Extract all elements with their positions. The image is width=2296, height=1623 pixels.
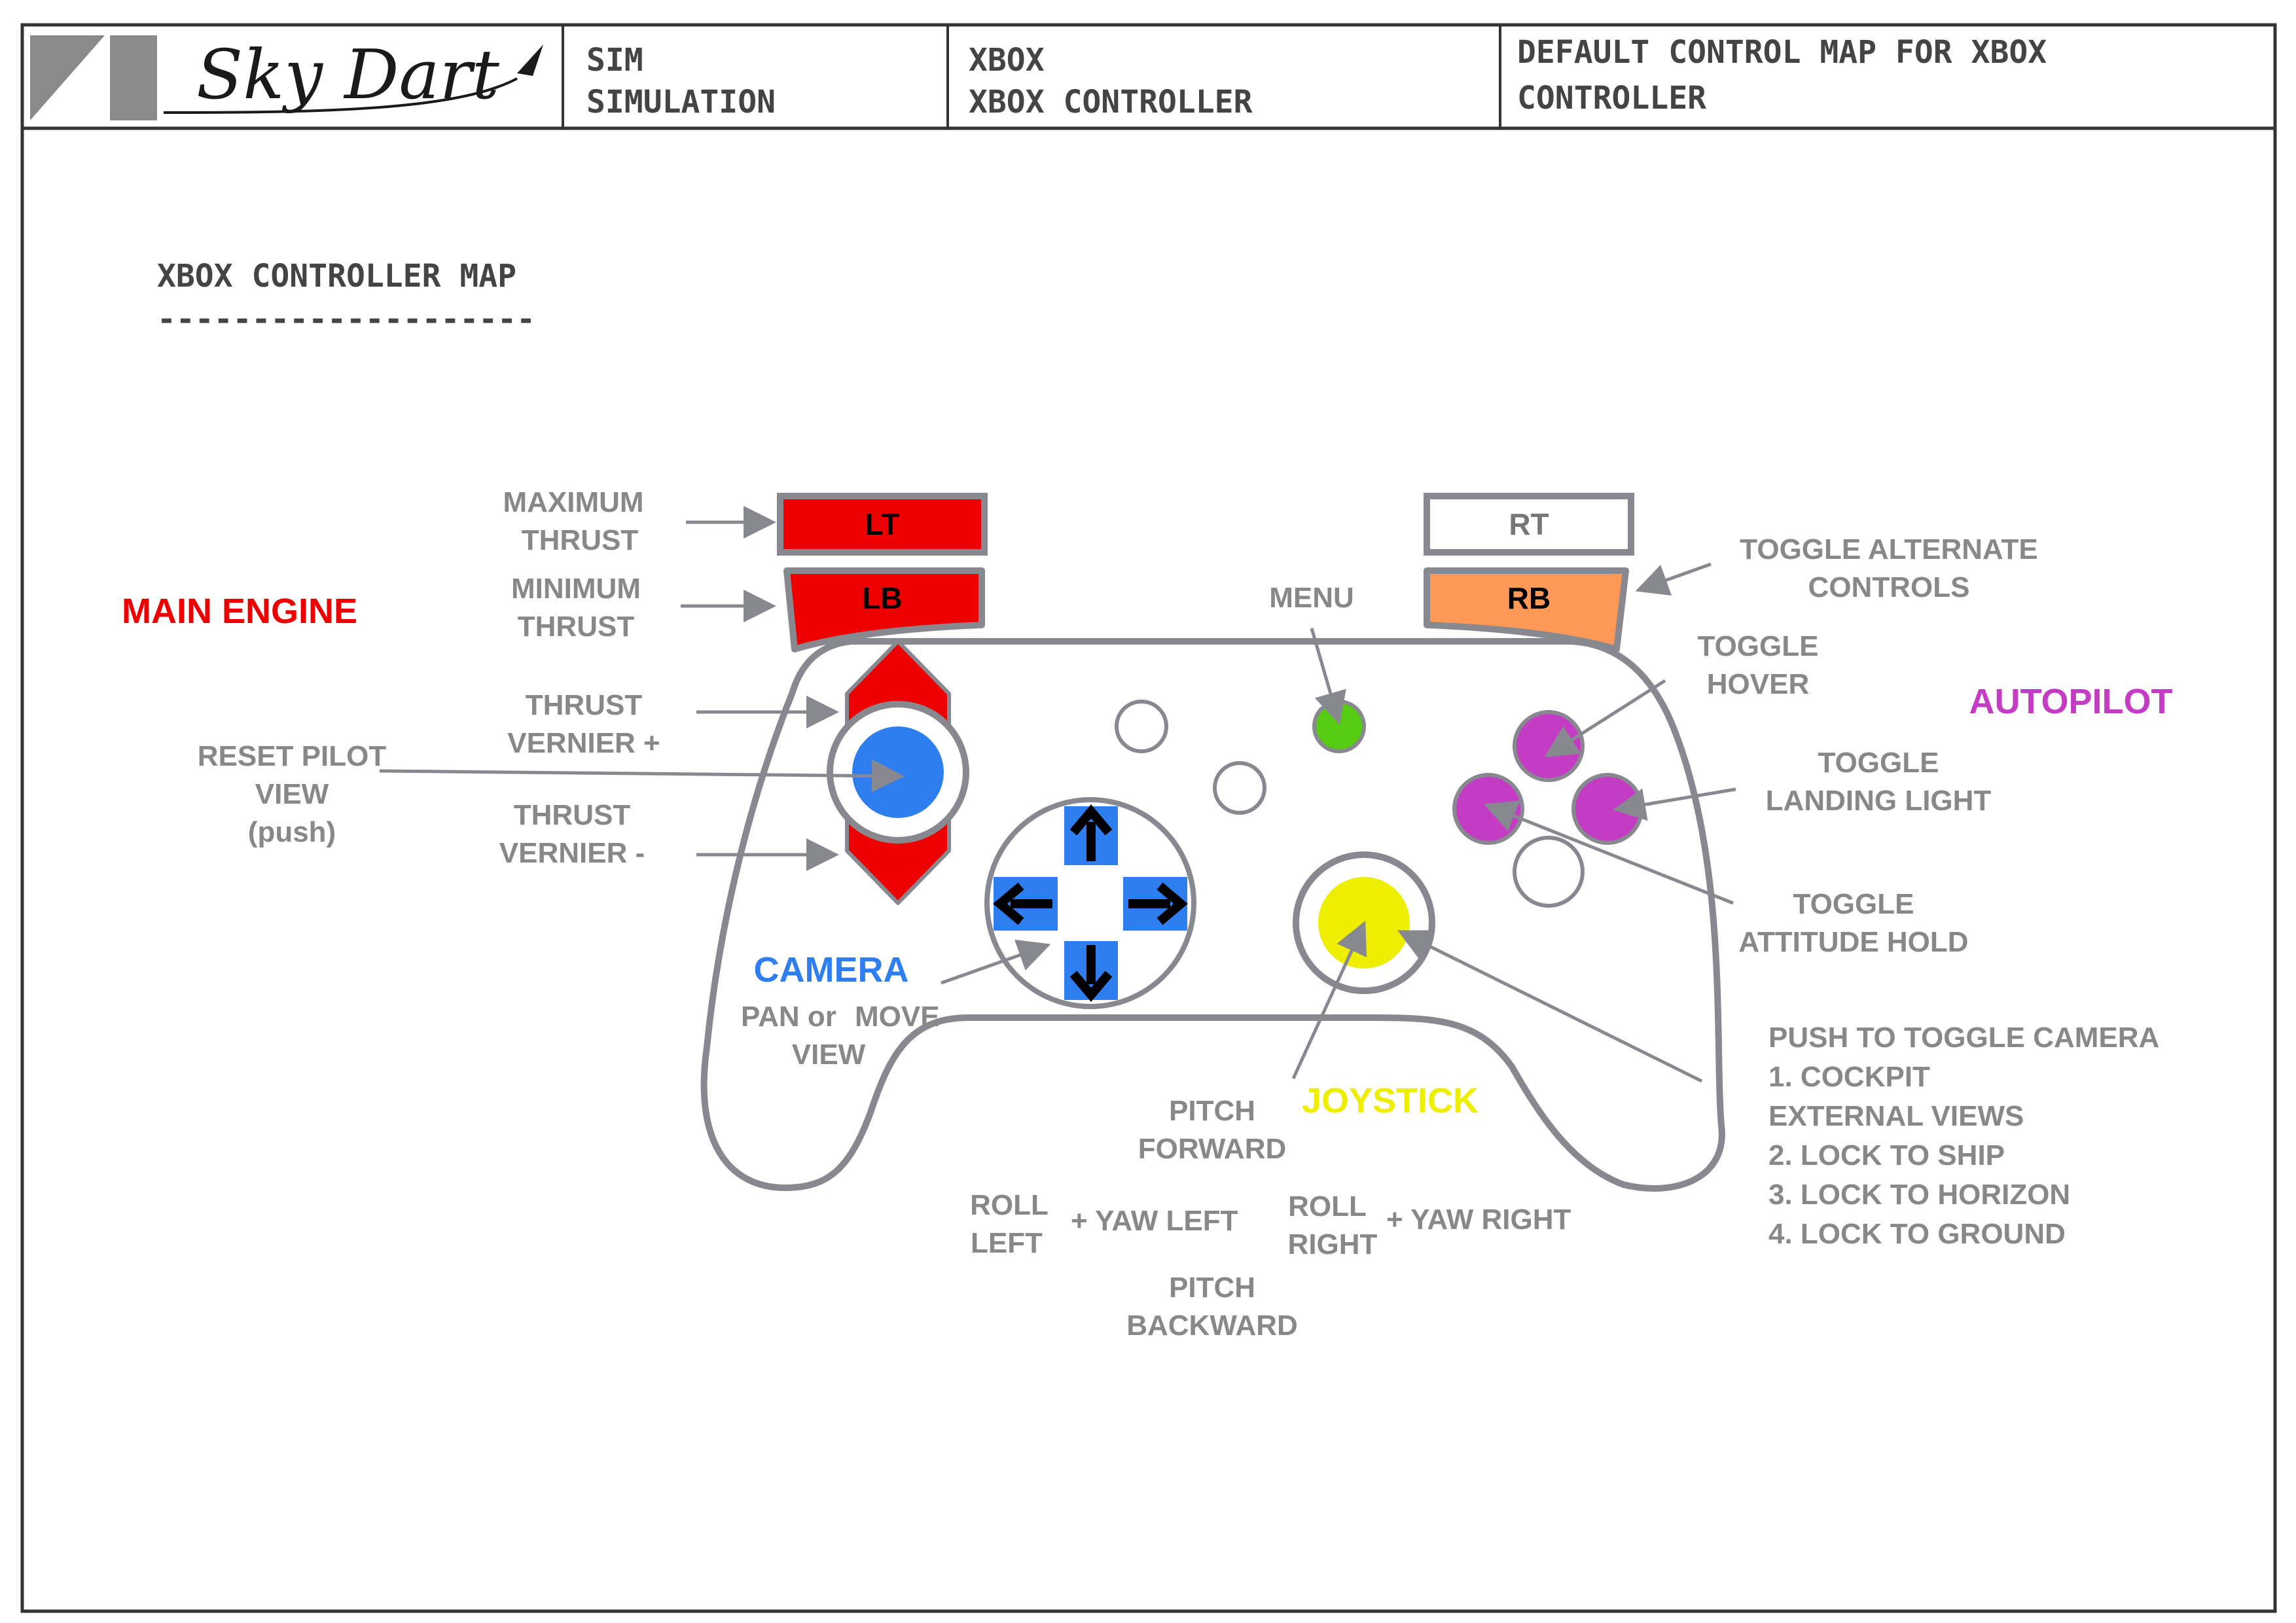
thrust-vernier-plus-line1: THRUST xyxy=(526,689,643,721)
rb-label: RB xyxy=(1507,581,1551,615)
roll-left-line2: LEFT xyxy=(971,1227,1043,1259)
pan-or-label: PAN or xyxy=(741,1001,836,1033)
joystick-label: JOYSTICK xyxy=(1302,1081,1479,1120)
camera-toggle-line2: 1. COCKPIT xyxy=(1768,1061,1930,1093)
camera-toggle-line1: PUSH TO TOGGLE CAMERA xyxy=(1768,1022,2159,1054)
autopilot-label: AUTOPILOT xyxy=(1969,682,2172,721)
camera-label: CAMERA xyxy=(754,950,909,990)
menu-button[interactable] xyxy=(1312,700,1366,753)
maximum-thrust-line1: MAXIMUM xyxy=(503,486,643,518)
reset-pilot-view-line1: RESET PILOT xyxy=(198,740,387,772)
a-button[interactable] xyxy=(1513,836,1585,908)
lt-button[interactable]: LT xyxy=(777,493,988,556)
logo-bar xyxy=(110,35,157,120)
minimum-thrust-line1: MINIMUM xyxy=(511,573,641,605)
menu-label: MENU xyxy=(1269,582,1354,614)
page-border xyxy=(20,23,2277,1613)
arrow-right-icon xyxy=(1128,882,1188,925)
toggle-attitude-hold-line2: ATTITUDE HOLD xyxy=(1738,926,1968,958)
page-title: XBOX CONTROLLER MAP xyxy=(157,258,516,294)
pitch-backward-line2: BACKWARD xyxy=(1126,1310,1298,1342)
left-stick[interactable] xyxy=(852,726,944,818)
b-button[interactable] xyxy=(1571,773,1643,845)
pointer-joystick xyxy=(1291,920,1367,1080)
thrust-vernier-minus-line2: VERNIER - xyxy=(499,837,645,869)
reset-pilot-view-line3: (push) xyxy=(248,816,336,848)
header-col1-line1: SIM xyxy=(586,42,643,79)
pointer-camera-toggle xyxy=(1397,930,1703,1083)
camera-toggle-line5: 3. LOCK TO HORIZON xyxy=(1768,1179,2070,1211)
thrust-vernier-plus-line2: VERNIER + xyxy=(507,727,660,759)
header-col2-line1: XBOX xyxy=(969,42,1045,79)
x-button[interactable] xyxy=(1452,773,1524,845)
pitch-forward-line2: FORWARD xyxy=(1138,1133,1287,1165)
maximum-thrust-line2: THRUST xyxy=(522,524,639,556)
header-col2-line2: XBOX CONTROLLER xyxy=(969,84,1253,120)
arrow-left-icon xyxy=(993,882,1052,925)
arrow-down-icon xyxy=(1069,945,1113,1002)
roll-right-line2: RIGHT xyxy=(1288,1228,1378,1260)
lb-button[interactable]: LB xyxy=(783,567,985,652)
pointer-landing-light xyxy=(1613,787,1736,821)
minimum-thrust-line2: THRUST xyxy=(518,611,635,643)
toggle-alt-controls-line2: CONTROLS xyxy=(1808,571,1970,603)
header-col3-line1: DEFAULT CONTROL MAP FOR XBOX xyxy=(1517,34,2047,71)
toggle-alt-controls-line1: TOGGLE ALTERNATE xyxy=(1740,533,2037,565)
toggle-hover-line1: TOGGLE xyxy=(1698,630,1819,662)
move-label: MOVE xyxy=(855,1001,940,1033)
logo-triangle xyxy=(30,35,105,120)
camera-toggle-line3: EXTERNAL VIEWS xyxy=(1768,1100,2024,1132)
pointer-camera xyxy=(941,939,1051,985)
lt-label: LT xyxy=(865,507,900,541)
logo-swoosh xyxy=(163,77,518,114)
toggle-landing-light-line2: LANDING LIGHT xyxy=(1766,785,1992,817)
header-col1-line2: SIMULATION xyxy=(586,84,776,120)
toggle-landing-light-line1: TOGGLE xyxy=(1818,747,1939,779)
pitch-backward-line1: PITCH xyxy=(1169,1272,1255,1304)
y-button[interactable] xyxy=(1513,710,1585,782)
page-title-rule: -------------------- xyxy=(157,301,535,338)
thrust-vernier-minus-line1: THRUST xyxy=(514,799,631,831)
logo-text: Sky Dart xyxy=(196,35,499,115)
lb-label: LB xyxy=(862,581,902,615)
right-stick[interactable] xyxy=(1318,877,1410,969)
main-engine-label: MAIN ENGINE xyxy=(122,592,357,631)
view-button[interactable] xyxy=(1115,700,1168,753)
pitch-forward-line1: PITCH xyxy=(1169,1095,1255,1127)
pointer-menu xyxy=(1310,628,1346,725)
d-pad[interactable] xyxy=(984,797,1196,1009)
reset-pilot-view-line2: VIEW xyxy=(255,778,329,810)
view-label: VIEW xyxy=(792,1039,866,1071)
toggle-attitude-hold-line1: TOGGLE xyxy=(1793,888,1914,920)
pointer-attitude-hold xyxy=(1483,800,1734,905)
pointer-reset-view xyxy=(379,759,905,793)
pointer-hover xyxy=(1544,679,1666,758)
yaw-right-label: + YAW RIGHT xyxy=(1386,1204,1571,1236)
rt-label: RT xyxy=(1509,507,1549,541)
camera-toggle-line6: 4. LOCK TO GROUND xyxy=(1768,1218,2066,1250)
pointer-alt-controls xyxy=(1635,562,1712,596)
rb-button[interactable]: RB xyxy=(1424,567,1629,652)
roll-left-line1: ROLL xyxy=(970,1189,1049,1221)
plane-icon xyxy=(517,45,543,76)
sky-dart-logo: Sky Dart xyxy=(30,35,543,120)
camera-toggle-line4: 2. LOCK TO SHIP xyxy=(1768,1139,2005,1171)
arrow-up-icon xyxy=(1069,804,1113,861)
toggle-hover-line2: HOVER xyxy=(1707,668,1809,700)
yaw-left-label: + YAW LEFT xyxy=(1071,1205,1238,1237)
roll-right-line1: ROLL xyxy=(1288,1190,1367,1222)
rt-button[interactable]: RT xyxy=(1424,493,1634,556)
header-col3-line2: CONTROLLER xyxy=(1517,80,1706,116)
xbox-button[interactable] xyxy=(1213,761,1266,815)
